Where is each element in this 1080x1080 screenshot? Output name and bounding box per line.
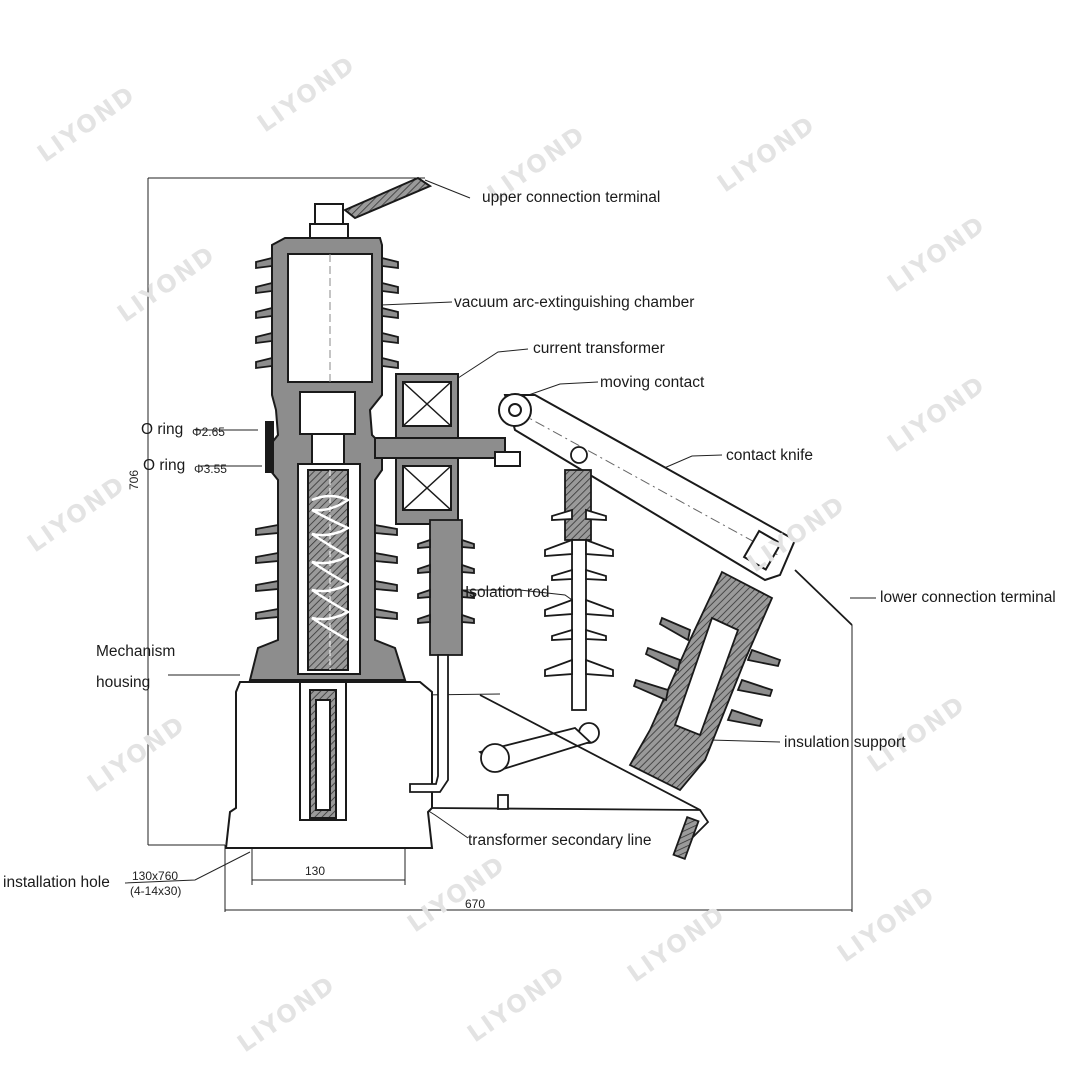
dimension-base-width: 130 xyxy=(305,864,326,878)
main-insulator-body xyxy=(248,237,407,681)
base-frame xyxy=(431,569,853,860)
isolation-rod xyxy=(478,446,614,773)
label-o-ring-1: O ring xyxy=(141,421,184,438)
label-mechanism-line2: housing xyxy=(96,674,151,691)
current-transformer xyxy=(374,373,521,525)
label-o-ring-2-size: Φ3.55 xyxy=(194,462,227,476)
label-isolation-rod: Isolation rod xyxy=(465,584,550,601)
label-moving-contact: moving contact xyxy=(600,374,705,391)
label-o-ring-1-size: Φ2.65 xyxy=(192,425,225,439)
insulation-support xyxy=(628,570,782,792)
label-upper-connection-terminal: upper connection terminal xyxy=(482,189,661,206)
label-insulation-support: insulation support xyxy=(784,734,906,751)
label-o-ring-2: O ring xyxy=(143,457,186,474)
mechanism-housing xyxy=(224,681,434,849)
label-current-transformer: current transformer xyxy=(533,340,665,357)
label-transformer-secondary-line: transformer secondary line xyxy=(468,832,652,849)
label-lower-connection-terminal: lower connection terminal xyxy=(880,589,1056,606)
dimension-hole-size: 130x760 xyxy=(132,869,179,883)
lower-sheds xyxy=(255,523,398,620)
label-vacuum-chamber: vacuum arc-extinguishing chamber xyxy=(454,294,695,311)
label-mechanism-line1: Mechanism xyxy=(96,643,176,660)
label-installation-hole: installation hole xyxy=(3,874,110,891)
dimension-total-width: 670 xyxy=(465,897,486,911)
dimension-hole-spec: (4-14x30) xyxy=(130,884,182,898)
dimension-height: 706 xyxy=(127,469,141,490)
label-contact-knife: contact knife xyxy=(726,447,814,464)
contact-knife xyxy=(498,393,797,582)
o-ring-markers xyxy=(265,421,274,473)
upper-sheds xyxy=(255,256,399,370)
secondary-insulator xyxy=(409,519,475,793)
upper-connection-terminal xyxy=(309,176,433,243)
dimension-lines xyxy=(147,177,853,912)
